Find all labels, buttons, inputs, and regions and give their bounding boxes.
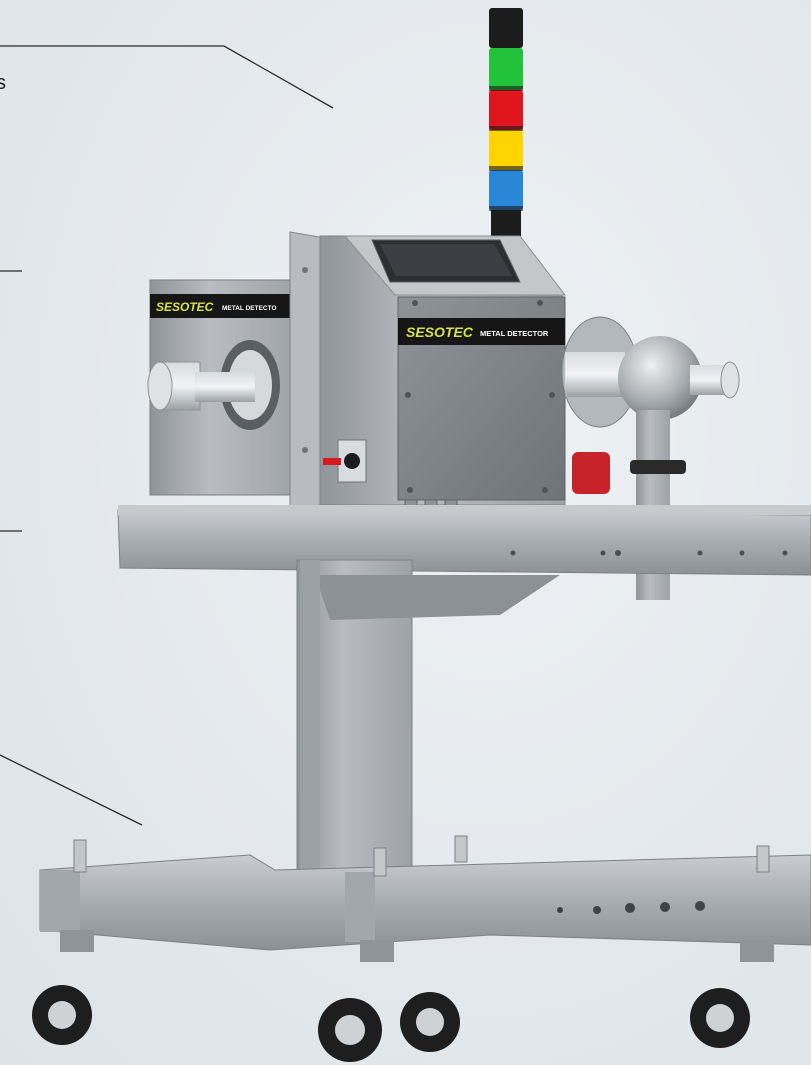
caster-front-center: [318, 940, 460, 1062]
stand-base: [39, 835, 811, 951]
callout-lines: [0, 45, 334, 826]
callout-label-fragment: s: [0, 72, 6, 94]
pipeline-fittings: [561, 316, 740, 600]
touch-display: [380, 244, 512, 276]
callout-line-signal-tower: [0, 45, 334, 109]
support-frame: [117, 505, 811, 576]
rear-detector-housing: SESOTEC METAL DETECTO: [147, 279, 301, 496]
rear-brand-label: SESOTEC: [156, 300, 214, 314]
front-model-label: METAL DETECTOR: [480, 329, 549, 338]
casters: [32, 930, 774, 1062]
main-housing: SESOTEC METAL DETECTOR: [289, 231, 567, 519]
rear-model-label: METAL DETECTO: [222, 305, 277, 312]
callout-line-stand: [0, 754, 143, 826]
signal-tower: [489, 8, 523, 248]
caster-rear-right: [690, 940, 774, 1048]
front-brand-label: SESOTEC: [406, 324, 474, 340]
caster-front-left: [32, 930, 94, 1045]
red-valve: [572, 452, 610, 494]
stand-column: [296, 559, 560, 891]
